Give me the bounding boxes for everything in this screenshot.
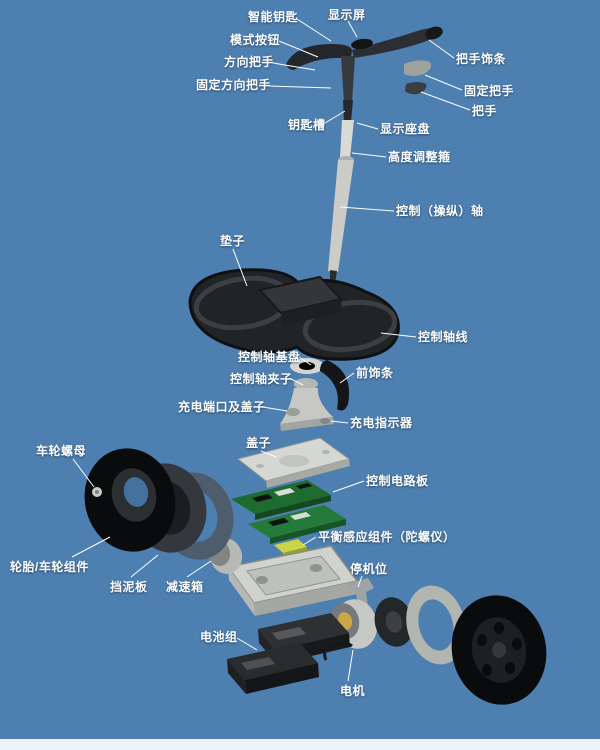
battery-pack-parts [227,613,353,694]
chassis-tray-part [226,545,359,616]
bottom-strip [0,739,600,750]
foot-mat-part [188,268,400,361]
control-shaft-part [328,120,354,296]
circuit-board-parts [231,480,346,544]
parking-stand-part [346,578,374,608]
charging-indicator-part [320,418,330,424]
right-rim-part [374,597,414,647]
wheel-nut-part [92,487,102,497]
left-tire-part [84,448,176,552]
cover-plate-part [236,437,351,488]
left-wheel-assembly-part [84,448,243,574]
charging-port-part [286,408,300,416]
right-tire-part [451,595,547,705]
right-mud-guard-part [406,585,466,665]
